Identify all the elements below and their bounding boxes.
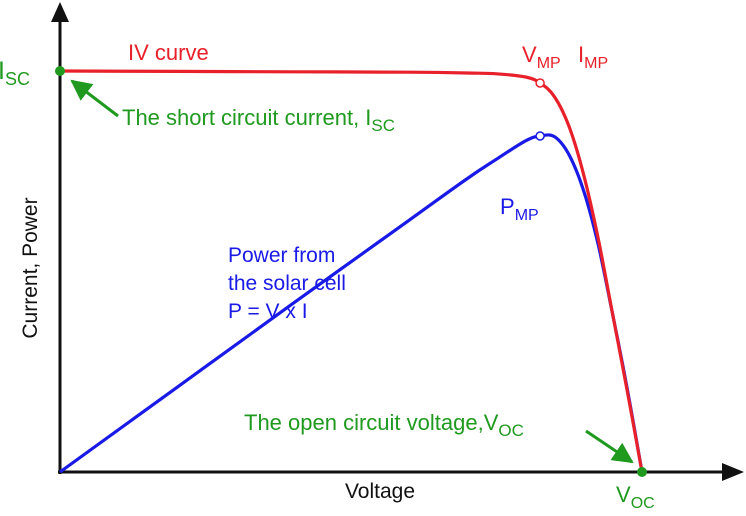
voc-axis-label: VOC — [616, 482, 655, 512]
power-label-line-1: Power from — [228, 244, 335, 267]
isc-description: The short circuit current, ISC — [122, 105, 395, 135]
power-label-line-3: P = V x I — [228, 300, 308, 323]
voc-description: The open circuit voltage,VOC — [244, 410, 524, 440]
voc-marker — [637, 467, 647, 477]
isc-marker — [55, 66, 65, 76]
y-axis-label: Current, Power — [19, 197, 42, 338]
imp-label: IMP — [578, 42, 608, 72]
voc-arrow — [585, 429, 634, 464]
y-axis-arrowhead — [51, 2, 69, 22]
pmp-label: PMP — [500, 194, 539, 224]
max-power-iv-point — [535, 78, 545, 88]
power-label-line-2: the solar cell — [228, 272, 346, 295]
x-axis-arrowhead — [722, 463, 744, 481]
isc-arrow — [70, 79, 119, 118]
vmp-label: VMP — [522, 42, 561, 72]
isc-axis-label: ISC — [0, 57, 30, 89]
x-axis-label: Voltage — [345, 480, 415, 503]
iv-curve-label: IV curve — [128, 40, 209, 65]
max-power-point — [535, 131, 545, 141]
